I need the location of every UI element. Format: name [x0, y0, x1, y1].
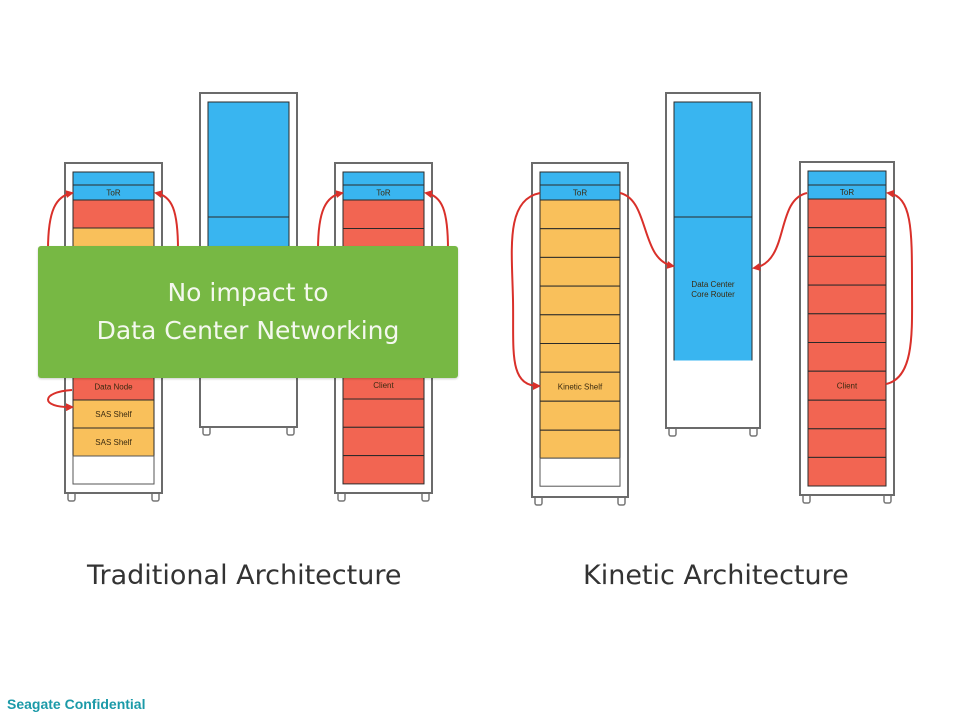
switch-slot — [807, 170, 887, 186]
kinetic-shelf — [539, 371, 621, 402]
client-slot — [807, 313, 887, 343]
kinetic-slot — [539, 314, 621, 344]
kinetic-core-router — [665, 92, 761, 437]
empty-slot — [539, 457, 621, 487]
kinetic-slot — [539, 400, 621, 431]
tor-switch-label: ToR — [376, 189, 390, 198]
router-slot — [207, 101, 290, 218]
client-slot — [342, 199, 425, 229]
kinetic-shelf-label: Kinetic Shelf — [558, 383, 603, 392]
arrow-client-left-to-tor — [317, 190, 344, 251]
callout-line-2: Data Center Networking — [96, 316, 400, 345]
arrow-client-tor-to-router — [752, 192, 808, 271]
traditional-architecture-caption: Traditional Architecture — [87, 560, 402, 591]
arrow-left-to-tor — [47, 190, 74, 251]
sas-shelf — [72, 399, 155, 429]
client-slot — [807, 284, 887, 315]
client-slot — [807, 255, 887, 286]
empty-slot — [673, 360, 753, 422]
client-slot — [342, 455, 425, 485]
router-slot — [673, 101, 753, 218]
sas-shelf-label: SAS Shelf — [95, 438, 132, 447]
client-slot — [342, 426, 425, 457]
client-slot — [807, 456, 887, 487]
core-router-label: Data Center — [691, 280, 734, 289]
empty-slot — [72, 455, 155, 485]
core-router-label: Core Router — [691, 290, 735, 299]
arrow-datanode-to-sas — [47, 389, 74, 412]
arrow-client-right-to-tor — [424, 190, 449, 251]
callout-line-1: No impact to — [167, 278, 329, 307]
client-slot — [807, 342, 887, 372]
no-impact-callout: No impact to Data Center Networking — [38, 246, 458, 378]
switch-slot — [72, 171, 155, 186]
switch-slot — [342, 171, 425, 186]
sas-shelf-label: SAS Shelf — [95, 410, 132, 419]
client-node-label: Client — [373, 381, 394, 390]
kinetic-architecture-caption: Kinetic Architecture — [583, 560, 849, 591]
client-slot — [807, 227, 887, 257]
kinetic-client-rack — [799, 161, 895, 504]
client-node-label: Client — [837, 382, 858, 391]
confidential-footer: Seagate Confidential — [7, 696, 146, 712]
data-node-label: Data Node — [94, 383, 133, 392]
sas-shelf — [72, 427, 155, 457]
arrow-kinetic-tor-to-router — [619, 192, 675, 269]
tor-switch-label: ToR — [573, 189, 587, 198]
tor-switch-label: ToR — [106, 189, 120, 198]
arrow-tor-to-kinetic-shelf — [510, 192, 541, 390]
kinetic-slot — [539, 429, 621, 459]
arrow-right-to-tor — [154, 190, 179, 251]
client-slot — [807, 428, 887, 458]
tor-switch-label: ToR — [840, 188, 854, 197]
connection-arrows — [47, 189, 914, 412]
arrow-client-to-client-tor — [885, 189, 914, 385]
kinetic-slot — [539, 285, 621, 316]
client-slot — [807, 198, 887, 229]
kinetic-slot — [539, 228, 621, 258]
client-slot — [807, 399, 887, 430]
core-router — [673, 216, 753, 362]
switch-slot — [539, 171, 621, 186]
kinetic-slot — [539, 343, 621, 373]
client-slot — [342, 398, 425, 428]
kinetic-storage-rack — [531, 162, 629, 506]
kinetic-slot — [539, 199, 621, 230]
kinetic-slot — [539, 256, 621, 287]
server-slot — [72, 199, 155, 229]
